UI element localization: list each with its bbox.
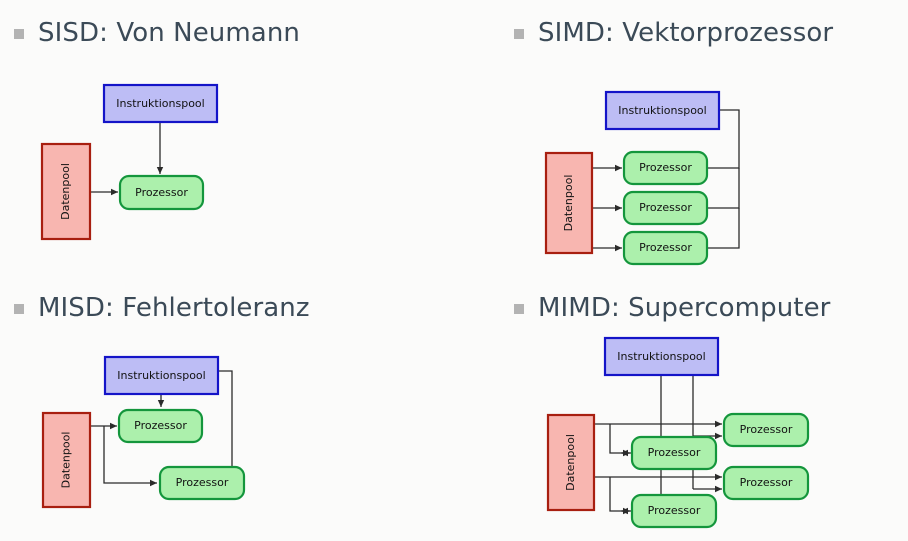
processor-box xyxy=(722,412,810,448)
node-data-pool: Datenpool xyxy=(544,151,594,255)
instruction-pool-box xyxy=(103,355,220,396)
wire-data-to-processor-left-2 xyxy=(609,477,630,515)
instruction-pool-label: Instruktionspool xyxy=(617,350,705,363)
data-pool-box xyxy=(546,413,596,512)
heading-simd: SIMD: Vektorprozessor xyxy=(514,20,833,46)
processor-label: Prozessor xyxy=(176,476,229,489)
processor-box xyxy=(622,150,709,186)
instruction-pool-box xyxy=(102,83,219,124)
node-processor-1: Prozessor xyxy=(118,174,205,211)
instruction-pool-box xyxy=(603,336,720,377)
node-data-pool: Datenpool xyxy=(546,413,596,512)
heading-sisd-label: SISD: Von Neumann xyxy=(38,18,300,48)
processor-label: Prozessor xyxy=(639,201,692,214)
node-processor-left-2: Prozessor xyxy=(630,493,718,529)
data-pool-label: Datenpool xyxy=(59,163,72,220)
node-processor-2: Prozessor xyxy=(622,190,709,226)
data-pool-box xyxy=(40,142,92,241)
node-processor-1: Prozessor xyxy=(622,150,709,186)
instruction-pool-label: Instruktionspool xyxy=(618,104,706,117)
node-instruction-pool: Instruktionspool xyxy=(604,90,721,131)
quadrant-mimd: MIMD: Supercomputer xyxy=(454,271,908,541)
wire-instruction-to-processor-2 xyxy=(218,370,236,476)
processor-label: Prozessor xyxy=(134,419,187,432)
processor-box xyxy=(158,465,246,501)
heading-mimd: MIMD: Supercomputer xyxy=(514,295,830,321)
bullet-square-icon xyxy=(514,29,524,39)
processor-box xyxy=(117,408,204,444)
wire-data-to-processor-left-1 xyxy=(609,424,630,457)
processor-label: Prozessor xyxy=(135,186,188,199)
processor-label: Prozessor xyxy=(639,161,692,174)
wire-instruction-to-processor-3 xyxy=(672,208,740,252)
data-pool-label: Datenpool xyxy=(562,175,575,232)
processor-box xyxy=(118,174,205,211)
processor-box xyxy=(622,190,709,226)
processor-box xyxy=(630,435,718,471)
heading-misd: MISD: Fehlertoleranz xyxy=(14,295,310,321)
quadrant-sisd: SISD: Von Neumann Instruktionspool xyxy=(0,0,454,270)
node-processor-1: Prozessor xyxy=(117,408,204,444)
quadrant-simd: SIMD: Vektorprozessor xyxy=(454,0,908,270)
node-processor-left-1: Prozessor xyxy=(630,435,718,471)
bullet-square-icon xyxy=(514,304,524,314)
heading-sisd: SISD: Von Neumann xyxy=(14,20,300,46)
processor-box xyxy=(630,493,718,529)
node-data-pool: Datenpool xyxy=(41,411,92,509)
node-processor-right-1: Prozessor xyxy=(722,412,810,448)
processor-label: Prozessor xyxy=(639,241,692,254)
processor-label: Prozessor xyxy=(648,446,701,459)
processor-box xyxy=(622,230,709,266)
node-instruction-pool: Instruktionspool xyxy=(603,336,720,377)
data-pool-box xyxy=(544,151,594,255)
heading-simd-label: SIMD: Vektorprozessor xyxy=(538,18,834,48)
processor-label: Prozessor xyxy=(740,423,793,436)
node-instruction-pool: Instruktionspool xyxy=(102,83,219,124)
node-instruction-pool: Instruktionspool xyxy=(103,355,220,396)
node-processor-3: Prozessor xyxy=(622,230,709,266)
node-processor-2: Prozessor xyxy=(158,465,246,501)
instruction-pool-box xyxy=(604,90,721,131)
node-data-pool: Datenpool xyxy=(40,142,92,241)
instruction-pool-label: Instruktionspool xyxy=(117,369,205,382)
wire-instruction-to-processor-1 xyxy=(672,109,740,172)
node-processor-right-2: Prozessor xyxy=(722,465,810,501)
processor-label: Prozessor xyxy=(648,504,701,517)
processor-label: Prozessor xyxy=(740,476,793,489)
wire-instruction-to-processor-2 xyxy=(672,168,740,212)
wire-instruction-bus-right xyxy=(679,374,694,489)
data-pool-label: Datenpool xyxy=(564,434,577,491)
data-pool-box xyxy=(41,411,92,509)
wire-data-to-processor-2 xyxy=(103,426,157,487)
quadrant-misd: MISD: Fehlertoleranz xyxy=(0,271,454,541)
instruction-pool-label: Instruktionspool xyxy=(116,97,204,110)
bullet-square-icon xyxy=(14,29,24,39)
processor-box xyxy=(722,465,810,501)
data-pool-label: Datenpool xyxy=(60,432,73,489)
heading-misd-label: MISD: Fehlertoleranz xyxy=(38,293,310,323)
bullet-square-icon xyxy=(14,304,24,314)
heading-mimd-label: MIMD: Supercomputer xyxy=(538,293,831,323)
